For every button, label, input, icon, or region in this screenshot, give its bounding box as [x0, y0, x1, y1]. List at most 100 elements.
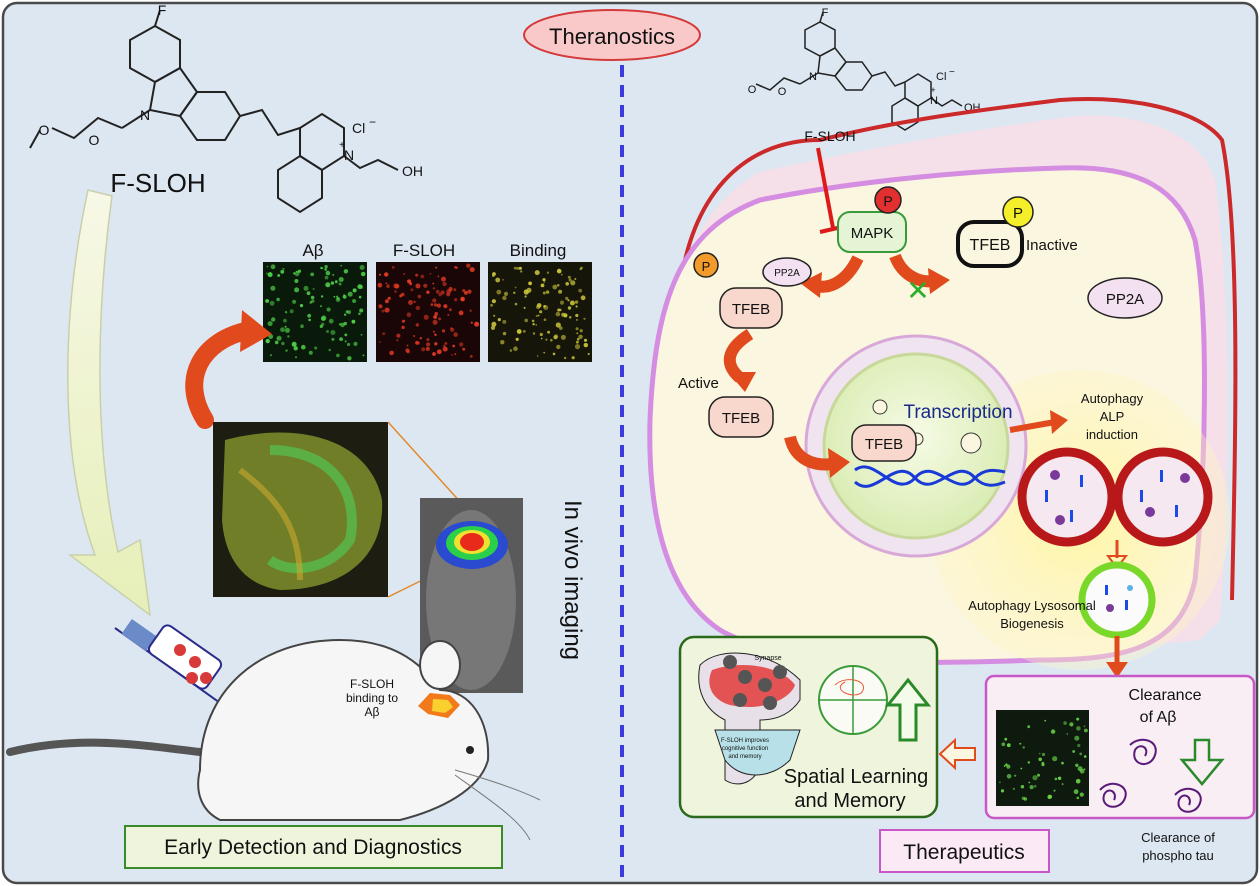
fluorescence-speck	[417, 294, 422, 299]
fluorescence-speck	[314, 346, 318, 350]
fluorescence-speck	[462, 289, 466, 293]
fluorescence-speck	[344, 333, 348, 337]
fluorescence-speck	[432, 282, 435, 285]
fluorescence-speck	[474, 321, 480, 327]
clearance-ab-1: Clearance	[1129, 687, 1202, 704]
fluorescence-speck	[1027, 761, 1031, 764]
autophagy-label-3: induction	[1086, 427, 1138, 442]
left-atom-o2: O	[39, 122, 50, 138]
fluorescence-speck	[568, 316, 572, 319]
fluorescence-speck	[433, 315, 437, 319]
fluorescence-speck	[401, 325, 405, 330]
fluorescence-speck	[300, 324, 304, 329]
fluorescence-speck	[1048, 794, 1052, 799]
fluorescence-speck	[534, 270, 540, 276]
fluorescence-speck	[442, 281, 447, 287]
fluorescence-speck	[441, 276, 446, 282]
fluorescence-speck	[545, 290, 550, 294]
fluorescence-speck	[537, 314, 540, 317]
fluorescence-speck	[563, 313, 568, 318]
binding-label-3: Aβ	[365, 705, 380, 719]
fluorescence-speck	[384, 299, 389, 304]
fluorescence-speck	[1012, 787, 1016, 791]
fluorescence-speck	[543, 305, 546, 308]
fluorescence-speck	[340, 265, 343, 267]
fluorescence-speck	[326, 307, 331, 312]
fluorescence-speck	[1000, 789, 1005, 793]
fluorescence-speck	[310, 295, 315, 300]
fluorescence-speck	[312, 288, 315, 290]
fluorescence-speck	[381, 309, 385, 313]
fluorescence-speck	[330, 281, 335, 285]
fluorescence-speck	[271, 317, 276, 322]
binding-label-1: F-SLOH	[350, 677, 394, 691]
fluorescence-speck	[470, 321, 473, 324]
fluorescence-speck	[1072, 750, 1076, 753]
fluorescence-speck	[265, 299, 269, 303]
fluorescence-speck	[285, 349, 288, 352]
fluorescence-speck	[1041, 761, 1045, 765]
fluorescence-speck	[434, 342, 438, 346]
fluorescence-speck	[515, 337, 519, 341]
fluorescence-speck	[556, 284, 560, 287]
fluorescence-speck	[448, 286, 453, 292]
fluorescence-speck	[432, 319, 438, 325]
fluorescence-speck	[384, 272, 389, 277]
fluorescence-speck	[531, 319, 535, 323]
inactive-label: Inactive	[1026, 237, 1078, 254]
fluorescence-speck	[425, 346, 430, 351]
fluorescence-speck	[265, 272, 268, 275]
fluorescence-speck	[542, 278, 546, 282]
fluorescence-speck	[267, 321, 273, 327]
fluorescence-speck	[281, 341, 285, 346]
fluorescence-speck	[294, 271, 300, 277]
fluorescence-speck	[393, 283, 399, 289]
fluorescence-speck	[443, 304, 448, 309]
fluorescence-speck	[423, 283, 428, 288]
fluorescence-speck	[358, 295, 362, 299]
fluorescence-speck	[496, 289, 502, 295]
fluorescence-speck	[293, 346, 298, 351]
autophagosome-left	[1017, 447, 1117, 547]
fluorescence-speck	[413, 300, 416, 303]
fluorescence-speck	[282, 267, 285, 271]
fluorescence-speck	[458, 310, 464, 316]
fluorescence-speck	[1020, 785, 1025, 789]
fluorescence-speck	[565, 296, 569, 300]
fluorescence-speck	[514, 302, 518, 306]
pp2a-small-node	[762, 257, 812, 287]
fluorescence-speck	[320, 266, 323, 270]
fluorescence-speck	[543, 318, 547, 322]
fluorescence-speck	[543, 351, 546, 354]
fluorescence-speck	[559, 300, 565, 305]
fluorescence-speck	[389, 350, 394, 356]
fluorescence-speck	[310, 272, 315, 277]
fluorescence-speck	[301, 344, 306, 350]
red-curved-arrow-left	[185, 321, 259, 429]
fluorescence-speck	[408, 300, 413, 305]
fluorescence-speck	[403, 273, 406, 275]
clearance-fluor-image	[996, 710, 1089, 806]
fluorescence-speck	[999, 781, 1001, 784]
left-atom-charge: +	[339, 140, 345, 151]
fluorescence-speck	[532, 323, 535, 326]
fluorescence-speck	[385, 282, 388, 285]
fluorescence-speck	[1063, 721, 1067, 725]
dna-strand-1	[854, 465, 1006, 486]
fluorescence-speck	[347, 356, 352, 361]
fluorescence-speck	[570, 280, 576, 286]
fluorescence-speck	[559, 326, 563, 330]
tfeb-label: TFEB	[732, 301, 770, 318]
fluorescence-speck	[1033, 784, 1037, 788]
fluorescence-speck	[292, 299, 297, 304]
autophagosome-right	[1113, 447, 1213, 547]
fluorescence-speck	[338, 277, 344, 282]
header-title: Theranostics	[549, 24, 675, 49]
fluorescence-speck	[580, 295, 586, 301]
fluorescence-speck	[574, 278, 577, 280]
left-chem-structure	[29, 9, 399, 214]
fluorescence-speck	[343, 321, 347, 326]
fluorescence-speck	[467, 289, 472, 294]
lysosomal-label-1: Autophagy Lysosomal	[968, 598, 1096, 613]
